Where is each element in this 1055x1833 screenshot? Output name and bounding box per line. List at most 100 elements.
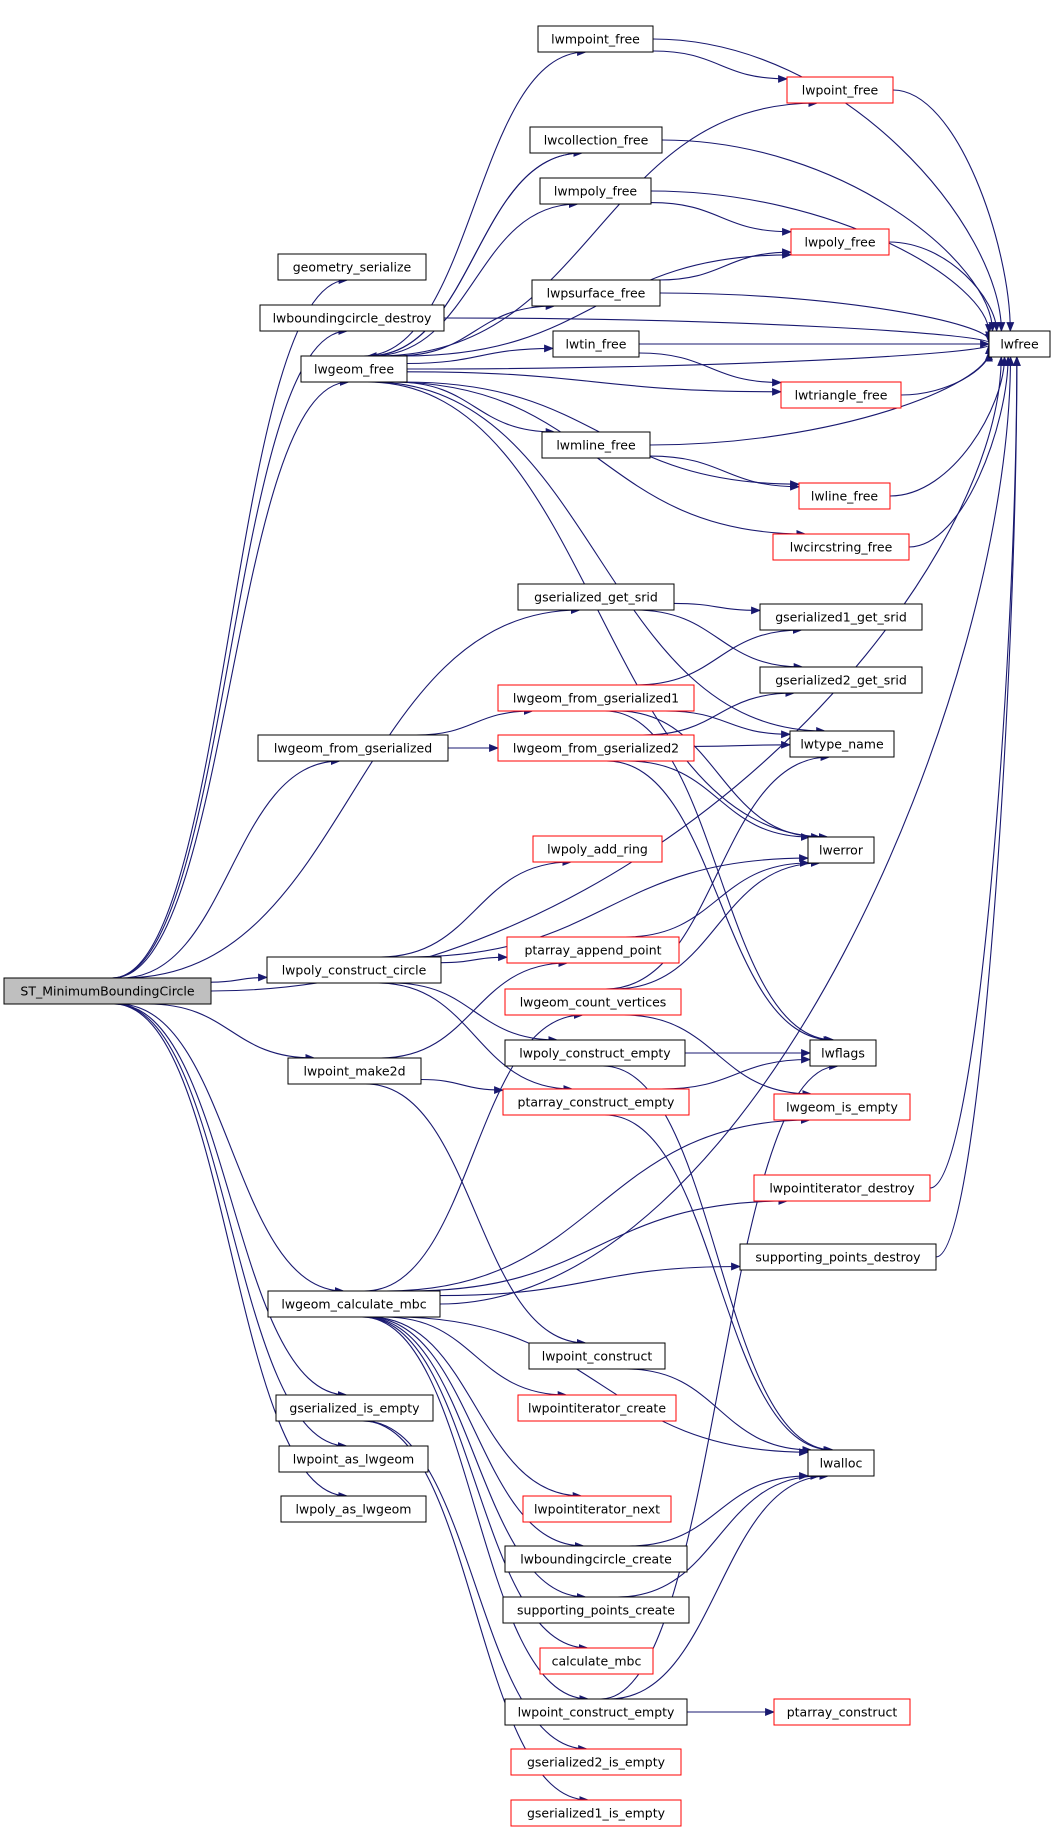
node-label: lwpsurface_free (547, 286, 646, 301)
node-lwmpoly_free[interactable]: lwmpoly_free (539, 177, 652, 205)
node-label: lwpointiterator_destroy (769, 1181, 915, 1196)
node-label: gserialized2_is_empty (527, 1755, 666, 1770)
node-gserialized2_get_srid[interactable]: gserialized2_get_srid (759, 666, 923, 694)
edge-lwgeom_count_vertices-to-lwgeom_is_empty (623, 1014, 813, 1098)
node-lwgeom_from_gserialized1[interactable]: lwgeom_from_gserialized1 (497, 684, 695, 712)
node-label: gserialized1_get_srid (775, 610, 907, 625)
node-lwerror[interactable]: lwerror (807, 836, 875, 864)
node-box (773, 1698, 911, 1726)
node-box (759, 666, 923, 694)
edge-lwline_free-to-lwfree (889, 356, 1009, 497)
node-lwpoint_make2d[interactable]: lwpoint_make2d (287, 1057, 422, 1085)
edge-lwgeom_calculate_mbc-to-lwgeom_is_empty (386, 1116, 811, 1292)
node-box (522, 1495, 672, 1523)
edge-lwgeom_free-to-lwmpoly_free (371, 200, 579, 357)
node-gserialized2_is_empty[interactable]: gserialized2_is_empty (510, 1748, 682, 1776)
edge-lwgeom_calculate_mbc-to-supporting_points_destroy (439, 1262, 741, 1297)
edge-lwpsurface_free-to-lwpoly_free (658, 248, 792, 281)
node-box (504, 1545, 688, 1573)
node-lwpoint_free[interactable]: lwpoint_free (786, 76, 894, 104)
node-lwpointiterator_destroy[interactable]: lwpointiterator_destroy (753, 1174, 931, 1202)
edge-lwpointiterator_destroy-to-lwfree (929, 356, 1021, 1189)
node-lwline_free[interactable]: lwline_free (798, 482, 891, 510)
edge-root-to-gserialized_get_srid (123, 606, 581, 979)
node-ptarray_construct_empty[interactable]: ptarray_construct_empty (502, 1088, 690, 1116)
edge-lwmpoint_free-to-lwpoint_free (652, 50, 788, 83)
edge-lwcollection_free-to-lwfree (661, 139, 997, 332)
node-label: lwline_free (811, 489, 878, 504)
node-gserialized1_is_empty[interactable]: gserialized1_is_empty (510, 1799, 682, 1827)
node-lwpoly_add_ring[interactable]: lwpoly_add_ring (532, 835, 663, 863)
edge-lwmline_free-to-lwfree (649, 350, 993, 446)
node-lwmline_free[interactable]: lwmline_free (541, 431, 651, 459)
node-lwtin_free[interactable]: lwtin_free (552, 330, 640, 358)
node-ptarray_construct[interactable]: ptarray_construct (773, 1698, 911, 1726)
edge-lwgeom_free-to-lwtriangle_free (406, 371, 782, 396)
node-gserialized1_get_srid[interactable]: gserialized1_get_srid (759, 603, 923, 631)
node-lwcollection_free[interactable]: lwcollection_free (529, 126, 663, 154)
node-box (510, 1748, 682, 1776)
edge-supporting_points_destroy-to-lwfree (935, 356, 1021, 1258)
node-lwpoly_construct_empty[interactable]: lwpoly_construct_empty (504, 1039, 686, 1067)
node-label: lwgeom_from_gserialized (274, 741, 432, 756)
node-box (504, 1039, 686, 1067)
node-geometry_serialize[interactable]: geometry_serialize (277, 253, 427, 281)
node-lwcircstring_free[interactable]: lwcircstring_free (772, 533, 910, 561)
edge-lwgeom_calculate_mbc-to-lwalloc (393, 1316, 809, 1457)
node-box (502, 1088, 690, 1116)
node-lwboundingcircle_create[interactable]: lwboundingcircle_create (504, 1545, 688, 1573)
node-label: gserialized_is_empty (289, 1401, 420, 1416)
edge-lwmpoly_free-to-lwpoly_free (650, 202, 792, 236)
node-lwtriangle_free[interactable]: lwtriangle_free (780, 381, 902, 409)
node-label: lwpoint_construct (542, 1349, 653, 1364)
node-box (506, 936, 680, 964)
edge-root-to-lwpoint_make2d (147, 1003, 316, 1062)
node-label: lwmpoly_free (554, 184, 638, 199)
node-label: gserialized_get_srid (534, 590, 658, 605)
node-lwflags[interactable]: lwflags (809, 1039, 877, 1067)
node-box (537, 25, 654, 53)
node-lwboundingcircle_destroy[interactable]: lwboundingcircle_destroy (259, 304, 445, 332)
node-lwpoint_as_lwgeom[interactable]: lwpoint_as_lwgeom (278, 1445, 429, 1473)
node-box (277, 253, 427, 281)
edge-ptarray_construct_empty-to-lwflags (661, 1055, 811, 1090)
node-lwgeom_calculate_mbc[interactable]: lwgeom_calculate_mbc (267, 1290, 441, 1318)
node-lwpoly_free[interactable]: lwpoly_free (790, 228, 890, 256)
edge-lwgeom_calculate_mbc-to-lwgeom_count_vertices (364, 1011, 584, 1292)
node-lwgeom_is_empty[interactable]: lwgeom_is_empty (773, 1093, 911, 1121)
edge-lwmline_free-to-lwline_free (649, 455, 800, 491)
node-lwpoint_construct_empty[interactable]: lwpoint_construct_empty (504, 1698, 688, 1726)
node-lwgeom_free[interactable]: lwgeom_free (300, 355, 408, 383)
node-lwpointiterator_next[interactable]: lwpointiterator_next (522, 1495, 672, 1523)
node-label: lwpoint_make2d (303, 1064, 405, 1079)
edge-lwgeom_count_vertices-to-lwtype_name (605, 753, 831, 990)
edge-lwgeom_calculate_mbc-to-lwpointiterator_destroy (408, 1197, 789, 1292)
node-lwgeom_count_vertices[interactable]: lwgeom_count_vertices (504, 988, 682, 1016)
node-lwgeom_from_gserialized[interactable]: lwgeom_from_gserialized (257, 734, 449, 762)
node-lwpsurface_free[interactable]: lwpsurface_free (531, 279, 661, 307)
node-label: ptarray_append_point (524, 943, 661, 958)
node-gserialized_is_empty[interactable]: gserialized_is_empty (275, 1394, 434, 1422)
node-ptarray_append_point[interactable]: ptarray_append_point (506, 936, 680, 964)
edge-lwgeom_calculate_mbc-to-lwfree (439, 356, 1015, 1305)
edge-root-to-lwpoly_construct_circle (210, 973, 268, 983)
node-box (739, 1243, 937, 1271)
node-root[interactable]: ST_MinimumBoundingCircle (3, 977, 212, 1005)
node-lwpoint_construct[interactable]: lwpoint_construct (528, 1342, 666, 1370)
node-lwtype_name[interactable]: lwtype_name (789, 730, 895, 758)
node-lwpoly_construct_circle[interactable]: lwpoly_construct_circle (266, 956, 442, 984)
node-supporting_points_destroy[interactable]: supporting_points_destroy (739, 1243, 937, 1271)
node-lwpointiterator_create[interactable]: lwpointiterator_create (517, 1394, 677, 1422)
node-box (539, 177, 652, 205)
node-lwalloc[interactable]: lwalloc (807, 1449, 875, 1477)
node-label: lwgeom_calculate_mbc (281, 1297, 426, 1312)
edge-lwgeom_from_gserialized-to-lwgeom_from_gserialized1 (416, 707, 534, 736)
node-lwgeom_from_gserialized2[interactable]: lwgeom_from_gserialized2 (497, 734, 695, 762)
node-calculate_mbc[interactable]: calculate_mbc (539, 1647, 654, 1675)
node-lwfree[interactable]: lwfree (988, 330, 1051, 358)
node-gserialized_get_srid[interactable]: gserialized_get_srid (517, 583, 675, 611)
edge-root-to-gserialized_is_empty (115, 1003, 348, 1399)
node-supporting_points_create[interactable]: supporting_points_create (502, 1596, 690, 1624)
node-lwpoly_as_lwgeom[interactable]: lwpoly_as_lwgeom (280, 1495, 427, 1523)
node-lwmpoint_free[interactable]: lwmpoint_free (537, 25, 654, 53)
